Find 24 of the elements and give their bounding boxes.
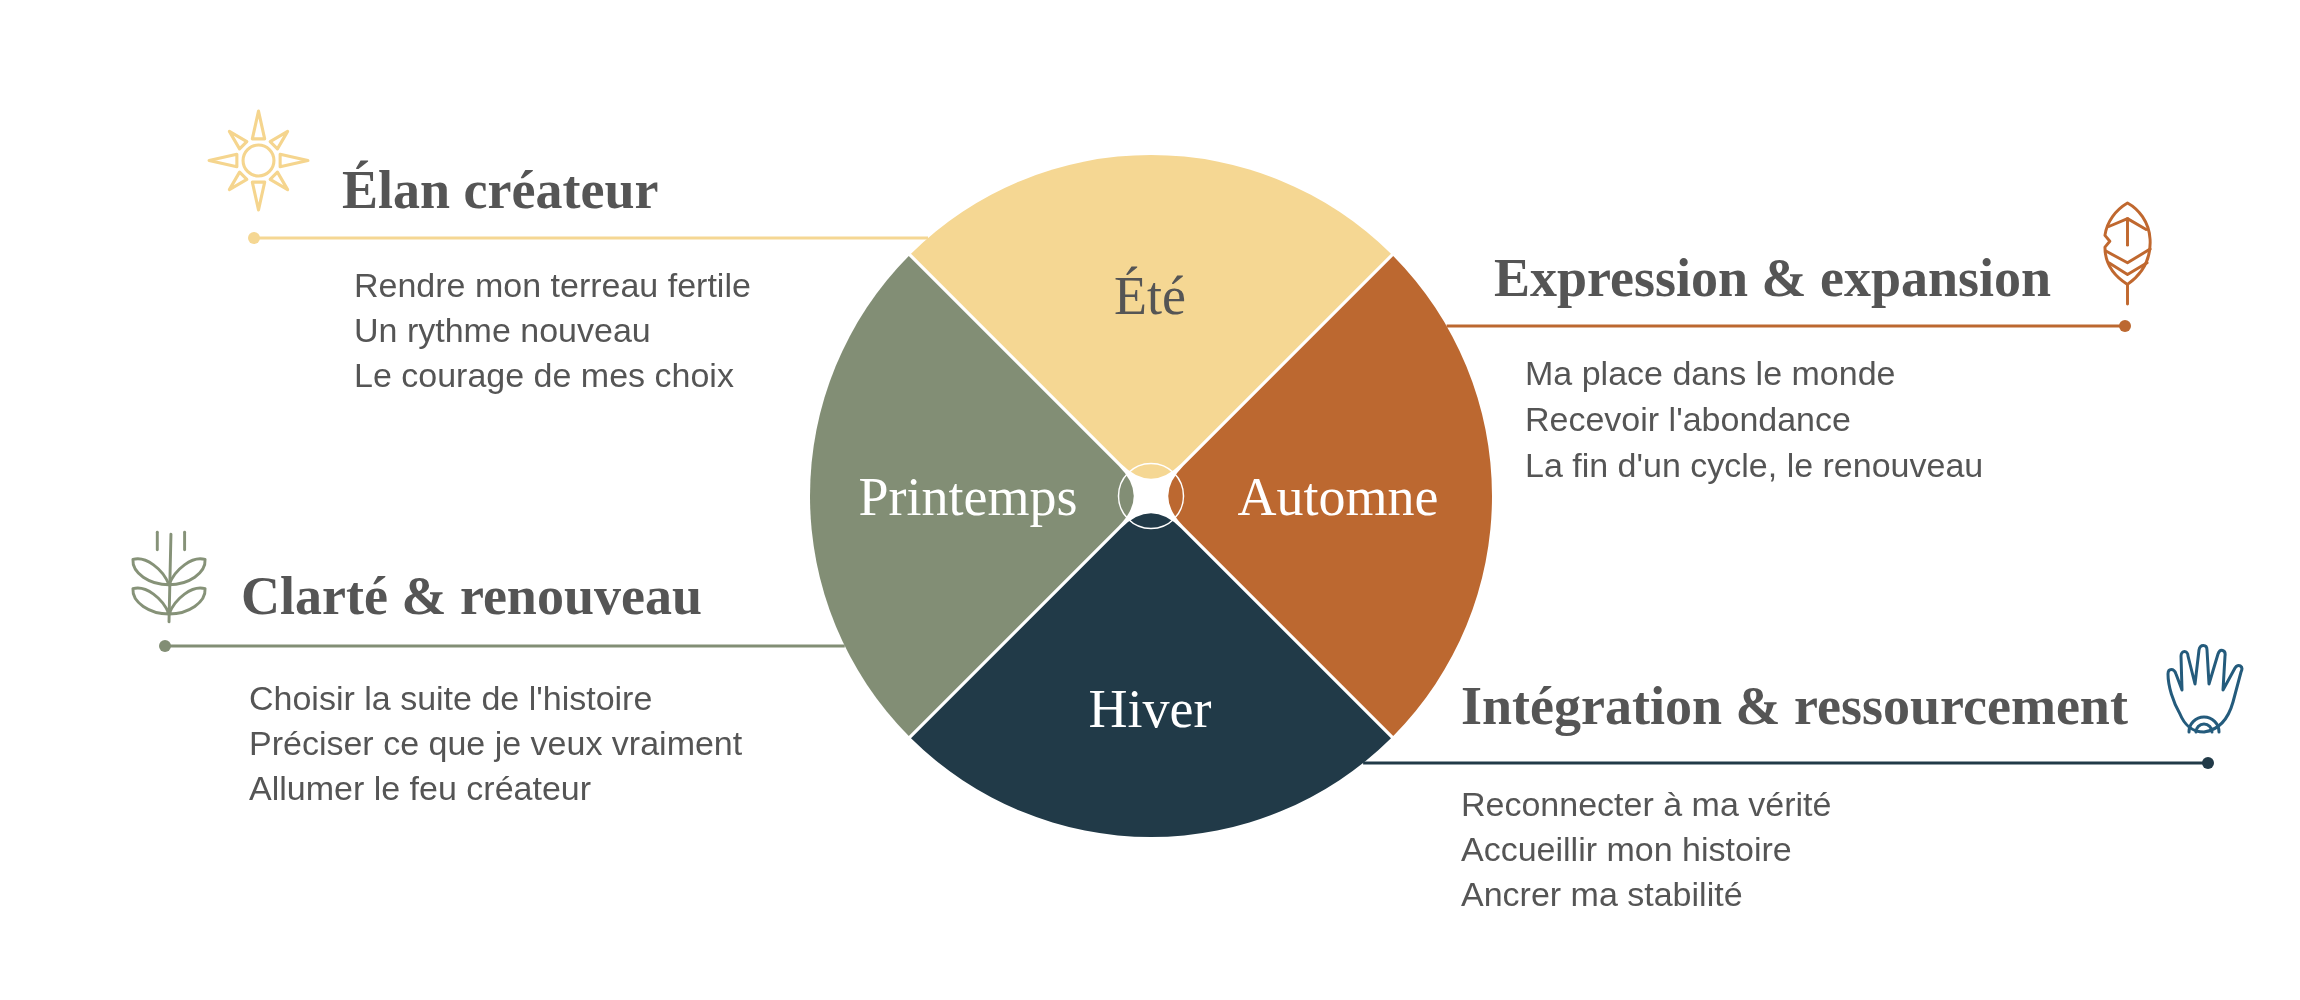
body-text: Accueillir mon histoire [1461, 829, 1792, 869]
segment-label: Hiver [1088, 677, 1212, 740]
body-text: La fin d'un cycle, le renouveau [1525, 445, 1984, 485]
body-text: Préciser ce que je veux vraiment [249, 723, 743, 763]
body-text: Choisir la suite de l'histoire [249, 678, 653, 718]
leader-line [1446, 320, 2131, 332]
body-text: Un rythme nouveau [354, 310, 651, 350]
heading-text: Élan créateur [342, 158, 659, 221]
leader-line [1363, 757, 2214, 769]
leader-line [159, 640, 845, 652]
heading-text: Expression & expansion [1494, 246, 2052, 309]
body-text: Reconnecter à ma vérité [1461, 784, 1832, 824]
heading-text: Clarté & renouveau [241, 564, 702, 627]
body-text: Recevoir l'abondance [1525, 399, 1851, 439]
segment-label: Été [1114, 264, 1186, 327]
segment-label: Printemps [858, 465, 1078, 528]
heading-text: Intégration & ressourcement [1461, 674, 2128, 737]
body-text: Le courage de mes choix [354, 355, 734, 395]
body-text: Rendre mon terreau fertile [354, 265, 751, 305]
leader-line [248, 232, 929, 244]
body-text: Ma place dans le monde [1525, 353, 1896, 393]
body-text: Allumer le feu créateur [249, 768, 592, 808]
segment-label: Automne [1237, 465, 1439, 528]
body-text: Ancrer ma stabilité [1461, 874, 1743, 914]
